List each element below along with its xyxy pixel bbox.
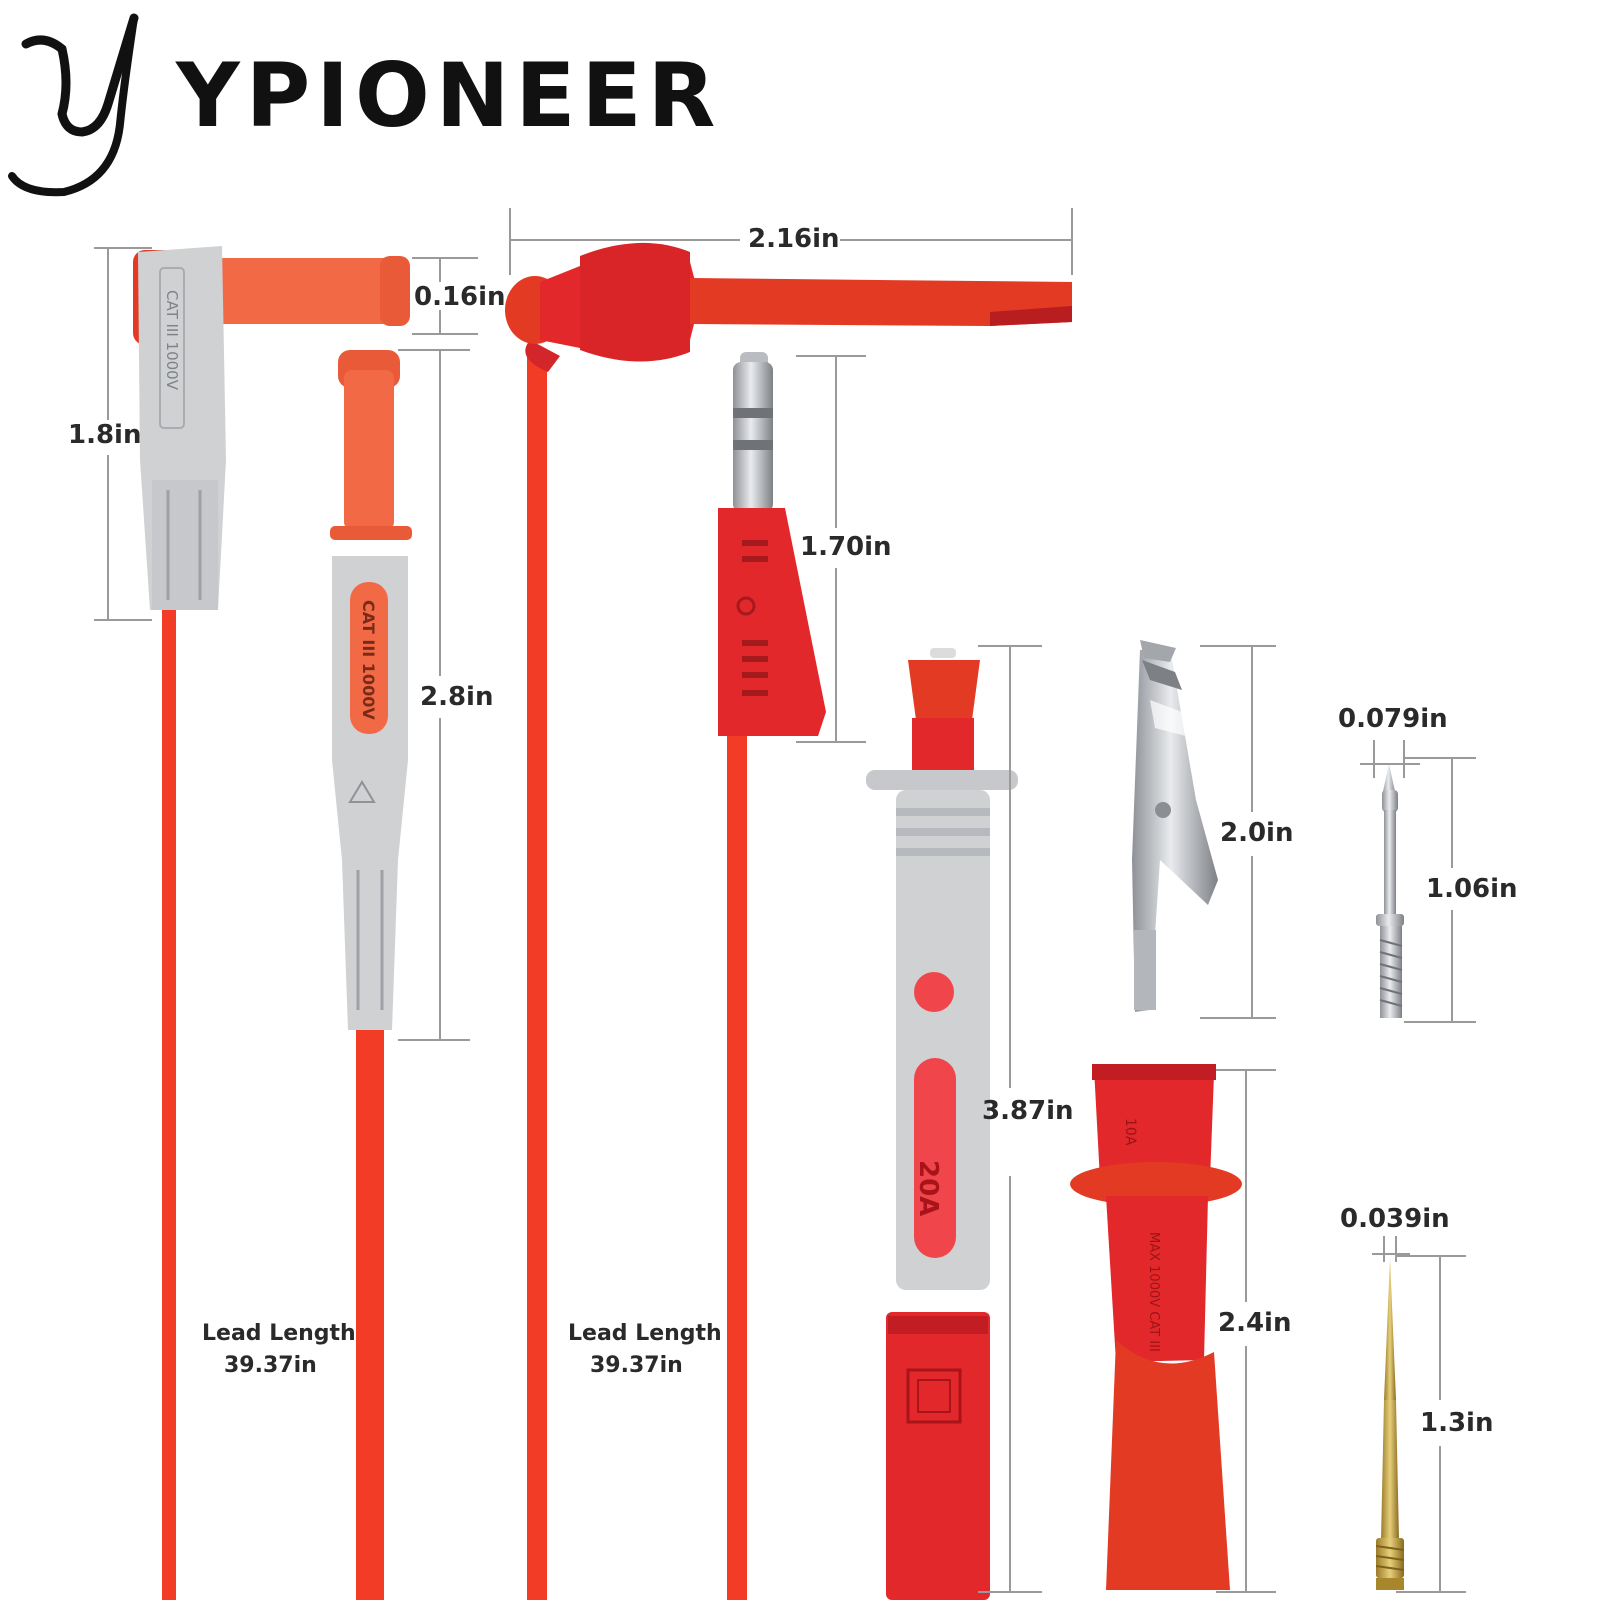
- insulated-alligator-clip: 10A MAX 1000V CAT III: [1070, 1064, 1242, 1590]
- dimension-lines: [94, 208, 1476, 1593]
- dim-angled-plug-tip: 0.16in: [414, 282, 506, 312]
- dim-insulated-clip-length: 2.4in: [1218, 1308, 1292, 1338]
- dim-angled-plug-height: 1.8in: [68, 420, 142, 450]
- probe-rating-marking: 20A: [913, 1160, 943, 1216]
- dim-straight-plug-length: 2.8in: [420, 682, 494, 712]
- gold-pin-accessory: [1375, 1258, 1405, 1590]
- dim-pin-length: 1.3in: [1420, 1408, 1494, 1438]
- test-probe-lead: 20A: [866, 648, 1018, 1600]
- straight-plug-marking: CAT III 1000V: [359, 600, 378, 720]
- clip-body-marking: MAX 1000V CAT III: [1146, 1232, 1161, 1352]
- lead-length-caption-right: Lead Length 39.37in: [568, 1318, 722, 1382]
- hook-clip-lead: [505, 242, 1072, 1600]
- dim-needle-tip-diameter: 0.079in: [1338, 704, 1448, 734]
- dim-banana-plug-length: 1.70in: [800, 532, 892, 562]
- angled-plug-lead: CAT III 1000V: [133, 246, 410, 1600]
- lead-length-value: 39.37in: [224, 1352, 317, 1378]
- alligator-clip: [1132, 640, 1218, 1012]
- lead-length-label: Lead Length: [568, 1321, 722, 1346]
- dim-pin-tip-diameter: 0.039in: [1340, 1204, 1450, 1234]
- dim-test-probe-length: 3.87in: [982, 1096, 1074, 1126]
- dim-hook-clip-length: 2.16in: [748, 224, 840, 254]
- brand-wordmark: YPIONEER: [176, 44, 722, 147]
- brand-logo-y: [8, 13, 139, 197]
- dim-needle-length: 1.06in: [1426, 874, 1518, 904]
- angled-plug-marking: CAT III 1000V: [163, 290, 181, 391]
- straight-plug-lead: CAT III 1000V: [330, 350, 412, 1600]
- lead-length-value: 39.37in: [590, 1352, 683, 1378]
- lead-length-label: Lead Length: [202, 1321, 356, 1346]
- dim-alligator-clip-length: 2.0in: [1220, 818, 1294, 848]
- banana-plug-lead: [718, 352, 826, 1600]
- needle-tip-accessory: [1376, 764, 1404, 1018]
- clip-top-marking: 10A: [1122, 1118, 1138, 1146]
- lead-length-caption-left: Lead Length 39.37in: [202, 1318, 356, 1382]
